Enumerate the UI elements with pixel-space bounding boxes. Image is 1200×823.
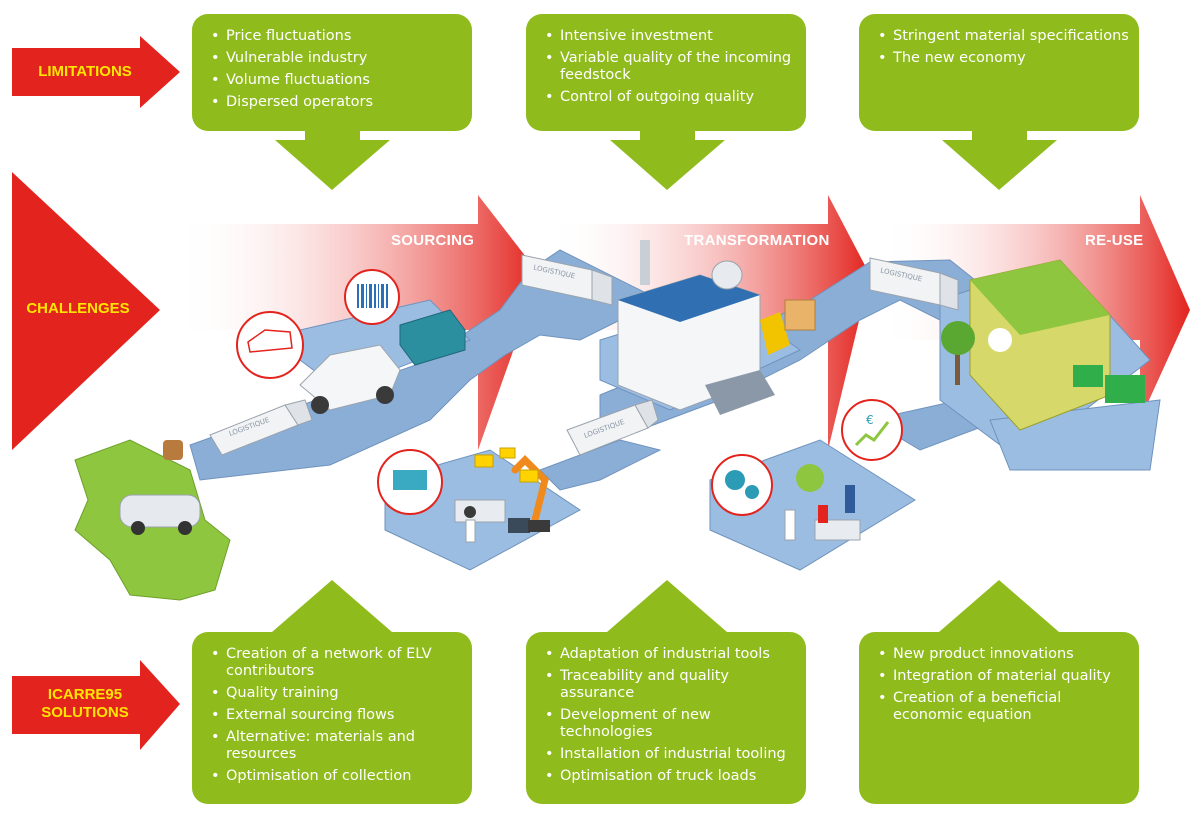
truck-2 bbox=[521, 254, 613, 306]
solutions-arrow bbox=[12, 660, 180, 750]
solutions-label-line2: SOLUTIONS bbox=[41, 704, 129, 721]
list-item: Stringent material specifications bbox=[877, 28, 1129, 45]
list-item: Control of outgoing quality bbox=[544, 89, 796, 106]
limitations-box-transformation: Intensive investment Variable quality of… bbox=[526, 14, 806, 131]
solutions-box-reuse: New product innovations Integration of m… bbox=[859, 632, 1139, 804]
limitations-box-reuse: Stringent material specifications The ne… bbox=[859, 14, 1139, 131]
challenges-label: CHALLENGES bbox=[26, 300, 130, 317]
lab-workers bbox=[454, 499, 530, 543]
svg-text:€: € bbox=[866, 413, 874, 427]
truck-3 bbox=[566, 399, 659, 456]
list-item: Dispersed operators bbox=[210, 94, 462, 111]
list-item: The new economy bbox=[877, 50, 1129, 67]
solutions-label: ICARRE95 SOLUTIONS bbox=[20, 686, 150, 722]
list-item: Volume fluctuations bbox=[210, 72, 462, 89]
truck-1 bbox=[209, 399, 313, 456]
list-item: Optimisation of collection bbox=[210, 768, 462, 785]
stage-label-reuse: RE-USE bbox=[1085, 232, 1144, 249]
tree bbox=[941, 321, 975, 385]
barcode-icon bbox=[344, 269, 400, 325]
stage-label-transformation: TRANSFORMATION bbox=[684, 232, 830, 249]
solutions-box-transformation: Adaptation of industrial tools Traceabil… bbox=[526, 632, 806, 804]
limitation-down-arrow-3 bbox=[942, 128, 1057, 190]
eco-building bbox=[969, 259, 1145, 431]
inspection-icon bbox=[377, 449, 443, 515]
limitation-down-arrow-1 bbox=[275, 128, 390, 190]
limitation-down-arrow-2 bbox=[610, 128, 725, 190]
list-item: Intensive investment bbox=[544, 28, 796, 45]
list-item: Vulnerable industry bbox=[210, 50, 462, 67]
list-item: Adaptation of industrial tools bbox=[544, 646, 796, 663]
list-item: New product innovations bbox=[877, 646, 1129, 663]
list-item: Creation of a network of ELV contributor… bbox=[210, 646, 462, 680]
limitations-label: LIMITATIONS bbox=[38, 63, 132, 80]
region-car bbox=[119, 494, 201, 535]
solution-up-arrow-3 bbox=[939, 580, 1059, 645]
euro-growth-chart-icon: € bbox=[841, 399, 903, 461]
list-item: Creation of a beneficial economic equati… bbox=[877, 690, 1129, 724]
gears-icon bbox=[711, 454, 773, 516]
list-item: Price fluctuations bbox=[210, 28, 462, 45]
dismantling-car bbox=[299, 344, 401, 414]
challenges-arrow bbox=[12, 172, 160, 450]
stage-label-sourcing: SOURCING bbox=[391, 232, 475, 249]
stamp-icon bbox=[163, 440, 183, 460]
yellow-crates bbox=[474, 447, 539, 483]
forklift bbox=[760, 299, 816, 355]
factory-building bbox=[617, 240, 775, 415]
list-item: Development of new technologies bbox=[544, 707, 796, 741]
list-item: Quality training bbox=[210, 685, 462, 702]
limitations-box-sourcing: Price fluctuations Vulnerable industry V… bbox=[192, 14, 472, 131]
recycle-icon bbox=[796, 464, 824, 492]
list-item: External sourcing flows bbox=[210, 707, 462, 724]
truck-4 bbox=[869, 257, 959, 311]
business-people bbox=[784, 485, 861, 541]
solution-up-arrow-1 bbox=[272, 580, 392, 645]
solutions-box-sourcing: Creation of a network of ELV contributor… bbox=[192, 632, 472, 804]
list-item: Alternative: materials and resources bbox=[210, 729, 462, 763]
list-item: Variable quality of the incoming feedsto… bbox=[544, 50, 796, 84]
list-item: Optimisation of truck loads bbox=[544, 768, 796, 785]
car-parts-diagram-icon bbox=[236, 311, 304, 379]
solutions-label-line1: ICARRE95 bbox=[47, 686, 123, 703]
list-item: Integration of material quality bbox=[877, 668, 1129, 685]
list-item: Installation of industrial tooling bbox=[544, 746, 796, 763]
shredder-machine bbox=[399, 309, 466, 366]
limitations-arrow bbox=[12, 36, 180, 108]
list-item: Traceability and quality assurance bbox=[544, 668, 796, 702]
solution-up-arrow-2 bbox=[607, 580, 727, 645]
